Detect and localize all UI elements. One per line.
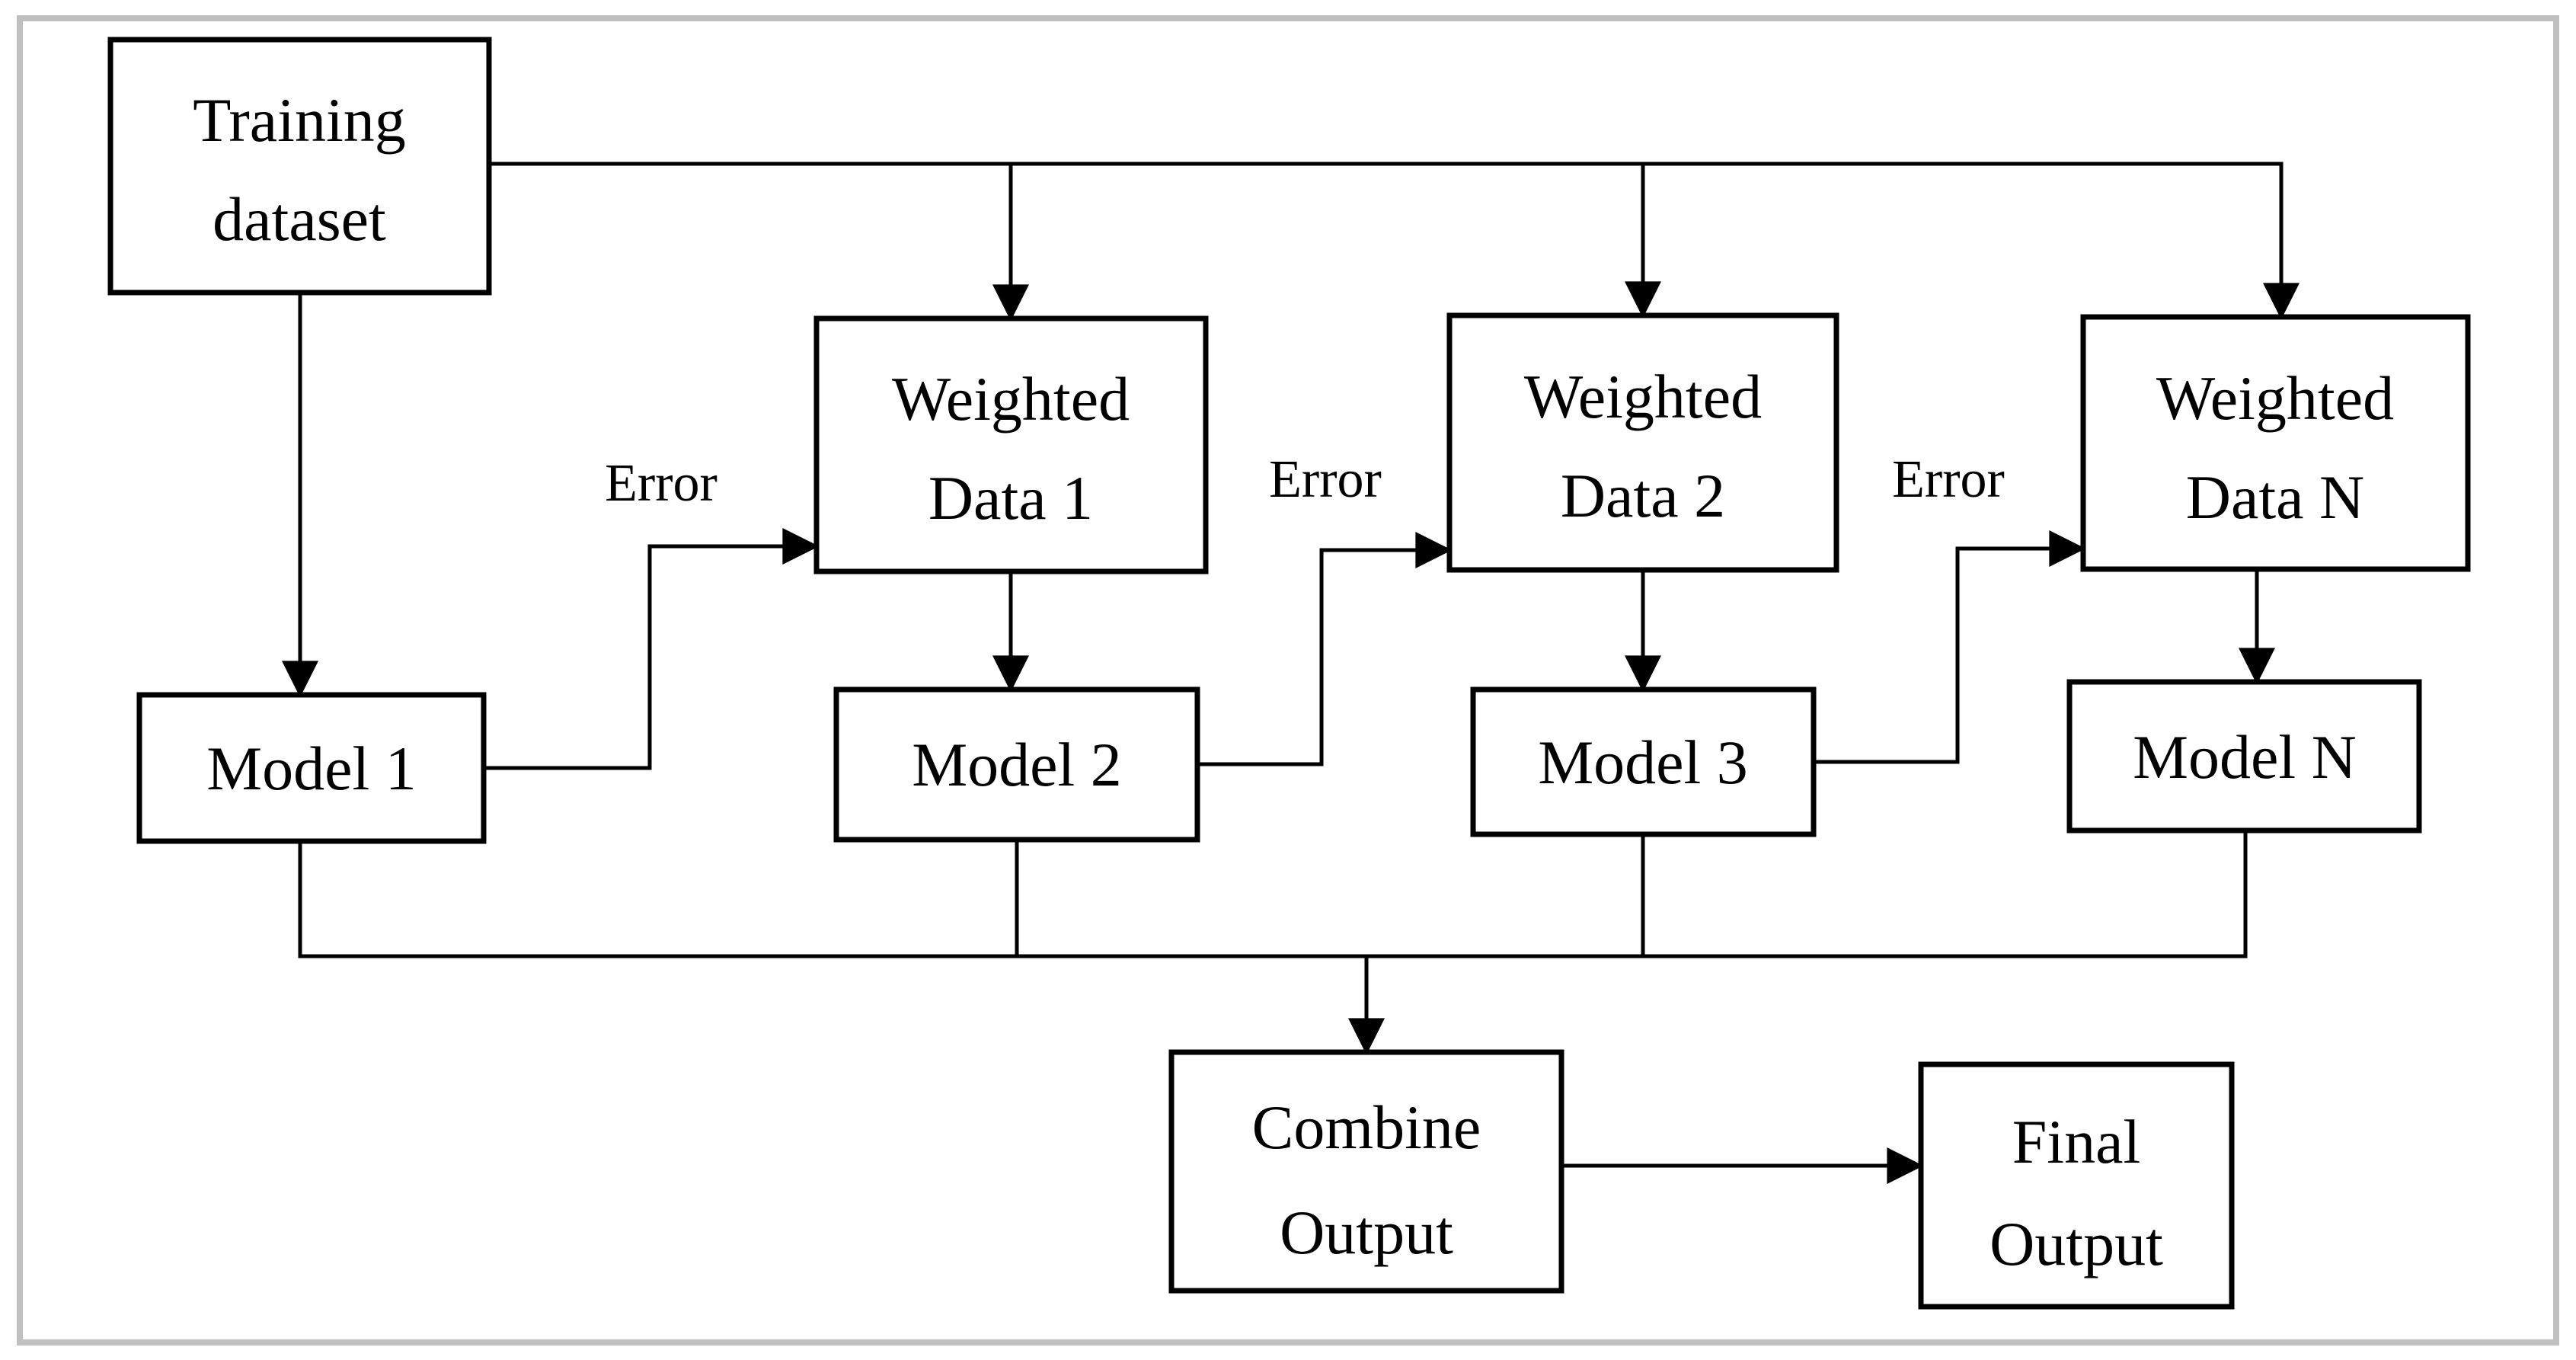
node-weighted-data-n: Weighted Data N [2080,314,2471,572]
training-dataset-label-line2: dataset [213,184,386,254]
combine-output-label-line2: Output [1280,1198,1453,1267]
model-2-label: Model 2 [912,730,1122,799]
model-n-box [2066,679,2422,834]
edge-model-2-error-to-weighted-data-2 [1197,532,1453,766]
model-3-box [1470,686,1817,837]
training-dataset-box [107,37,492,296]
node-model-n: Model N [2066,679,2422,834]
model-1-label: Model 1 [206,734,417,803]
node-combine-output: Combine Output [1168,1049,1564,1294]
node-weighted-data-1: Weighted Data 1 [813,315,1209,574]
model-n-label: Model N [2133,722,2357,792]
weighted-data-1-label-line2: Data 1 [928,463,1093,533]
error-label-2: Error [1269,450,1382,509]
weighted-data-2-label-line1: Weighted [1524,362,1762,431]
weighted-data-1-label-line1: Weighted [892,364,1130,434]
error-label-1: Error [605,454,718,513]
combine-output-box [1168,1049,1564,1294]
node-model-3: Model 3 [1470,686,1817,837]
final-output-box [1918,1061,2235,1310]
edge-model-3-error-to-weighted-data-n [1814,530,2086,764]
weighted-data-n-label-line2: Data N [2186,462,2365,532]
node-model-2: Model 2 [833,686,1200,843]
node-model-1: Model 1 [136,692,487,844]
combine-output-label-line1: Combine [1252,1093,1481,1162]
edge-top-bus-to-weighted-data-n [489,162,2300,320]
model-3-label: Model 3 [1538,728,1748,797]
training-dataset-label-line1: Training [193,85,405,155]
final-output-label-line2: Output [1990,1209,2163,1278]
edge-bottom-bus [298,830,2248,958]
node-weighted-data-2: Weighted Data 2 [1446,312,1839,573]
weighted-data-2-label-line2: Data 2 [1561,461,1725,530]
edge-model-1-error-to-weighted-data-1 [484,528,820,770]
weighted-data-n-label-line1: Weighted [2156,363,2394,433]
model-1-box [136,692,487,844]
weighted-data-1-box [813,315,1209,574]
node-final-output: Final Output [1918,1061,2235,1310]
error-label-3: Error [1892,450,2005,509]
final-output-label-line1: Final [2012,1107,2141,1176]
weighted-data-2-box [1446,312,1839,573]
model-2-box [833,686,1200,843]
weighted-data-n-box [2080,314,2471,572]
node-training-dataset: Training dataset [107,37,492,296]
outer-frame-border [17,15,2559,1346]
